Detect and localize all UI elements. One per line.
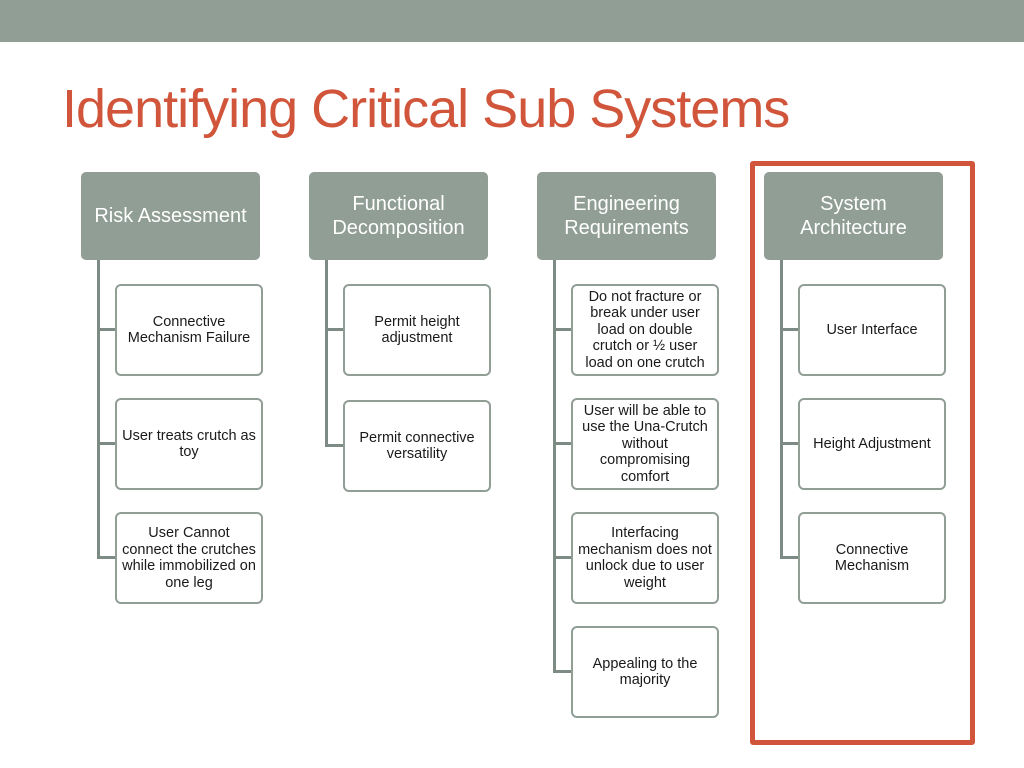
top-accent-bar (0, 0, 1024, 42)
child-box: Do not fracture or break under user load… (571, 284, 719, 376)
connector-line (780, 260, 783, 557)
branch-line (553, 442, 573, 445)
column-header: System Architecture (764, 172, 943, 260)
connector-line (97, 260, 100, 557)
branch-line (325, 328, 345, 331)
branch-line (553, 556, 573, 559)
connector-line (553, 260, 556, 671)
column-risk-assessment: Risk Assessment Connective Mechanism Fai… (81, 0, 321, 768)
child-box: Permit height adjustment (343, 284, 491, 376)
child-box: User Cannot connect the crutches while i… (115, 512, 263, 604)
column-engineering-requirements: Engineering Requirements Do not fracture… (537, 0, 777, 768)
column-system-architecture: System Architecture User Interface Heigh… (764, 0, 1004, 768)
child-box: User will be able to use the Una-Crutch … (571, 398, 719, 490)
branch-line (97, 556, 117, 559)
column-header: Engineering Requirements (537, 172, 716, 260)
child-box: Appealing to the majority (571, 626, 719, 718)
child-box: User Interface (798, 284, 946, 376)
branch-line (325, 444, 345, 447)
branch-line (97, 442, 117, 445)
branch-line (553, 328, 573, 331)
child-box: Height Adjustment (798, 398, 946, 490)
connector-line (325, 260, 328, 446)
child-box: Connective Mechanism Failure (115, 284, 263, 376)
child-box: User treats crutch as toy (115, 398, 263, 490)
branch-line (553, 670, 573, 673)
slide-title: Identifying Critical Sub Systems (62, 79, 790, 139)
branch-line (780, 442, 800, 445)
highlight-frame (750, 161, 975, 745)
child-box: Permit connective versatility (343, 400, 491, 492)
column-header: Functional Decomposition (309, 172, 488, 260)
child-box: Interfacing mechanism does not unlock du… (571, 512, 719, 604)
branch-line (780, 328, 800, 331)
branch-line (97, 328, 117, 331)
column-header: Risk Assessment (81, 172, 260, 260)
column-functional-decomposition: Functional Decomposition Permit height a… (309, 0, 549, 768)
child-box: Connective Mechanism (798, 512, 946, 604)
branch-line (780, 556, 800, 559)
